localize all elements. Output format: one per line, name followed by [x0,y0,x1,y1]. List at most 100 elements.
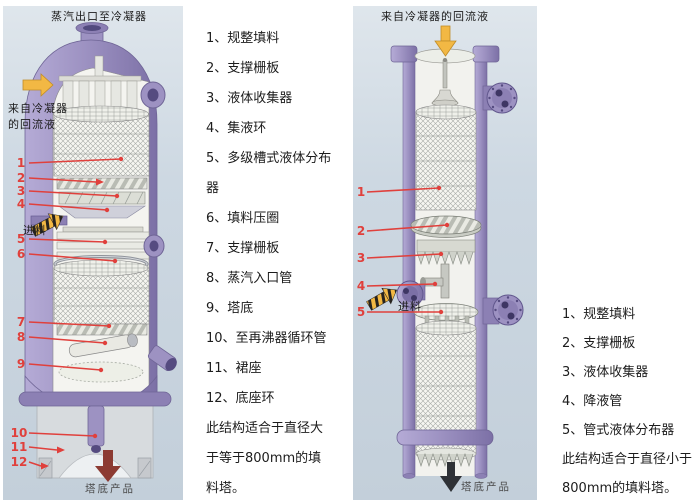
legend-note: 此结构适合于直径小于800mm的填料塔。 [562,452,693,496]
reboiler-circulation-pipe [87,405,105,453]
legend-item: 3、液体收集器 [206,91,293,106]
callout-9 [28,363,104,373]
legend-item: 10、至再沸器循环管 [206,331,327,346]
bottom-product-label: 塔底产品 [461,480,511,493]
legend-item: 11、裙座 [206,361,262,376]
svg-text:6: 6 [17,247,25,261]
support-grid-upper [56,177,148,190]
side-nozzle-middle [143,234,165,258]
side-nozzle-upper [140,81,166,109]
svg-text:1: 1 [357,185,365,199]
side-nozzle-lower [147,345,177,371]
callout-4 [366,281,438,287]
svg-text:7: 7 [17,315,25,329]
svg-text:12: 12 [11,455,28,469]
left-column-illustration: 来自冷凝器 的回流液 进料 蒸汽出口至冷凝器 塔底产品 [8,9,177,495]
bottom-shell-cap-right [474,473,488,479]
svg-text:8: 8 [17,330,25,344]
reflux-label-line1: 来自冷凝器 [8,101,68,115]
bottom-product-arrow-icon [440,462,462,492]
legend-item: 1、规整填料 [206,31,280,46]
svg-text:10: 10 [11,426,28,440]
liquid-collector [58,191,146,205]
svg-text:11: 11 [11,440,28,454]
svg-text:9: 9 [17,357,25,371]
packing-bed-upper [415,104,477,211]
bottom-support-grid [415,447,477,467]
reflux-arrow-icon [22,73,54,97]
callouts-left [28,156,124,470]
svg-text:5: 5 [357,305,365,319]
callout-4 [28,203,110,213]
legend-item: 7、支撑栅板 [206,241,280,256]
legend-item: 4、集液环 [206,121,267,136]
svg-text:2: 2 [17,171,25,185]
svg-text:3: 3 [17,184,25,198]
callout-2 [28,177,104,186]
legend-item: 12、底座环 [206,391,275,406]
callout-6 [28,253,118,264]
svg-text:5: 5 [17,232,25,246]
callout-3 [366,251,444,259]
right-diagram-panel: 来自冷凝器的回流液 进料 塔底产品 1 [353,6,537,500]
svg-text:2: 2 [357,224,365,238]
support-grid-lower [56,323,148,336]
callout-2 [366,222,450,232]
callout-5 [28,238,108,245]
callout-5 [367,309,444,315]
side-flange-upper [482,82,518,114]
legend-item: 8、蒸汽入口管 [206,271,293,286]
callout-10 [28,432,98,439]
left-legend-list: 1、规整填料 2、支撑栅板 3、液体收集器 4、集液环 5、多级槽式液体分布器 … [206,24,332,503]
callout-12 [28,461,49,470]
steam-outlet-label: 蒸汽出口至冷凝器 [51,9,147,23]
bottom-product-arrow-icon [95,450,121,482]
reflux-label-line2: 的回流液 [8,117,56,131]
legend-item: 6、填料压圈 [206,211,280,226]
collecting-ring [58,205,146,219]
reflux-down-arrow-icon [434,25,457,57]
side-flange-lower [482,294,524,326]
legend-item: 3、液体收集器 [562,365,649,380]
legend-item: 9、塔底 [206,301,254,316]
right-column-illustration: 来自冷凝器的回流液 进料 塔底产品 1 [357,9,524,493]
svg-text:3: 3 [357,251,365,265]
flange-collar [396,429,494,446]
callout-8 [28,336,108,346]
legend-item: 2、支撑栅板 [206,61,280,76]
left-diagram-panel: 来自冷凝器 的回流液 进料 蒸汽出口至冷凝器 塔底产品 [3,6,183,500]
trough-distributor [56,226,150,260]
callout-3 [28,190,120,199]
callout-11 [28,446,65,454]
packing-bed-1 [53,105,150,177]
feed-arrow-icon [366,287,398,311]
packing-bed-2 [53,259,150,325]
legend-item: 4、降液管 [562,394,623,409]
legend-item: 2、支撑栅板 [562,336,636,351]
top-flange-left [390,45,418,63]
callout-1 [28,156,124,164]
legend-item: 5、管式液体分布器 [562,423,675,438]
feed-label: 进料 [23,223,47,237]
callout-7 [28,321,112,329]
legend-note: 此结构适合于直径大于等于800mm的填料塔。 [206,421,324,496]
legend-item: 1、规整填料 [562,307,636,322]
callout-1 [366,185,442,193]
support-grid-disc [410,215,482,238]
tubular-distributor-tray [413,303,479,326]
svg-text:1: 1 [17,156,25,170]
steam-inlet-pipe [68,333,138,358]
svg-text:4: 4 [357,279,365,293]
bottom-shell-cap-left [402,473,416,479]
feed-arrow-icon [30,213,64,237]
callouts-right [366,185,450,315]
top-flange-right [472,45,500,63]
callout-numbers-right: 1 2 3 4 5 [357,185,365,319]
feed-nozzle-flange [396,280,426,308]
bottom-head [18,374,172,407]
callout-numbers-left: 1 2 3 4 5 6 7 8 9 10 11 12 [11,156,28,469]
bottom-product-label: 塔底产品 [85,482,135,495]
svg-text:4: 4 [17,197,25,211]
reflux-top-label: 来自冷凝器的回流液 [381,9,489,23]
